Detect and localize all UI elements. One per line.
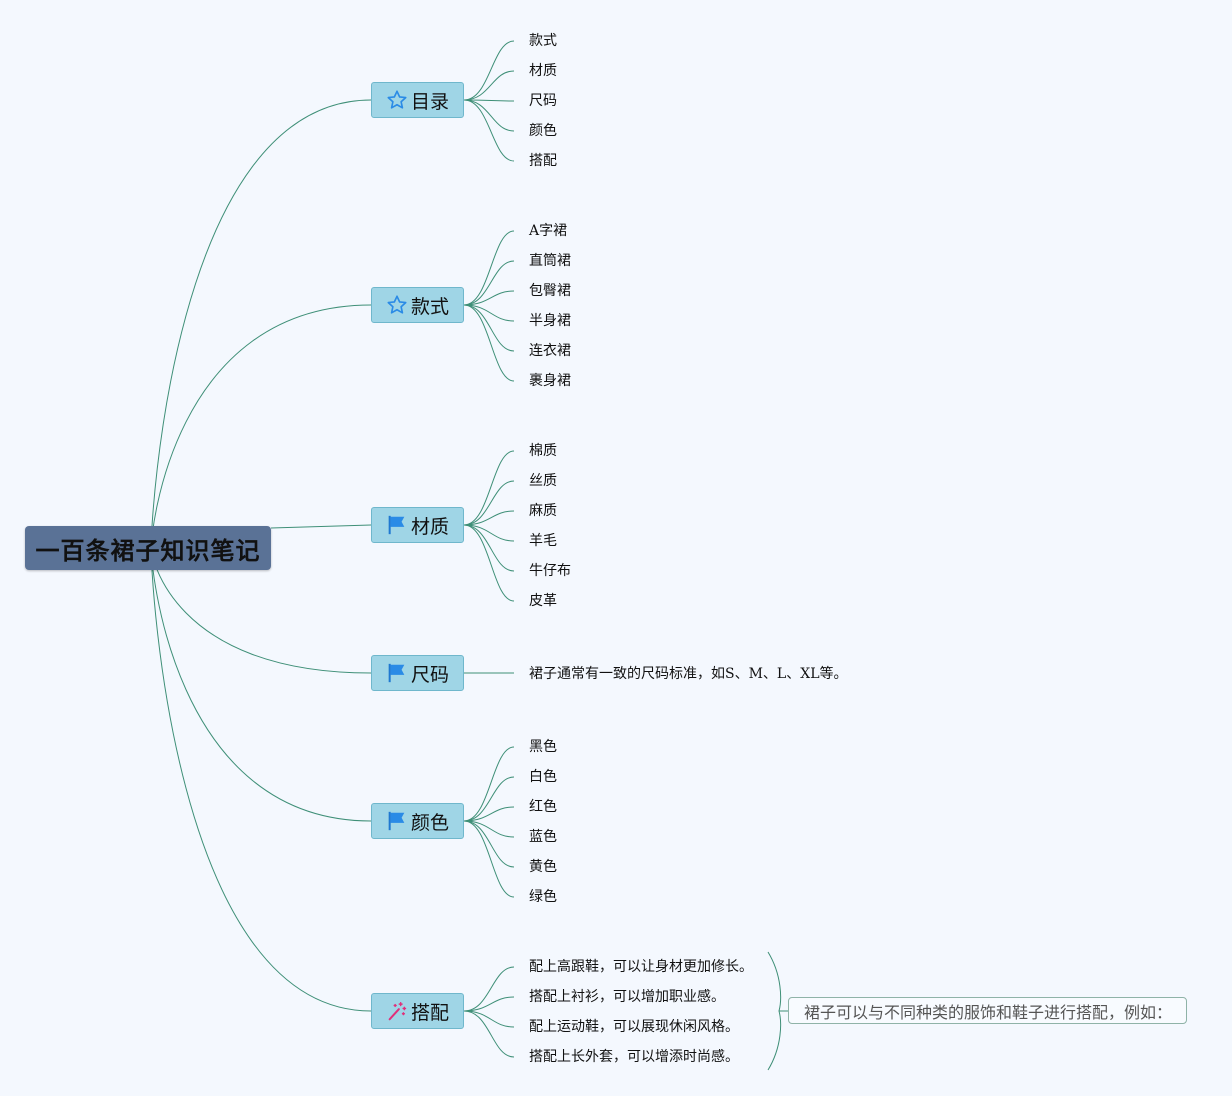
branch-label: 款式 xyxy=(410,295,449,318)
branch-label: 搭配 xyxy=(410,1001,449,1024)
summary-bracket xyxy=(767,951,782,1071)
leaf-topic[interactable]: 蓝色 xyxy=(529,829,557,845)
leaf-connector xyxy=(463,1010,515,1028)
leaf-topic[interactable]: 皮革 xyxy=(529,593,557,609)
leaf-connector xyxy=(463,450,515,526)
leaf-connector xyxy=(463,230,515,306)
leaf-topic[interactable]: 红色 xyxy=(529,799,557,815)
summary-label: 裙子可以与不同种类的服饰和鞋子进行搭配，例如： xyxy=(804,1002,1173,1022)
branch-materials[interactable]: 材质 xyxy=(371,507,464,543)
leaf-topic[interactable]: 牛仔布 xyxy=(529,563,571,579)
leaf-connector xyxy=(463,524,515,602)
root-connector xyxy=(270,524,372,529)
leaf-connector xyxy=(463,806,515,822)
star-icon xyxy=(386,89,408,111)
leaf-connector xyxy=(463,746,515,822)
leaf-connector xyxy=(463,820,515,898)
leaf-topic[interactable]: 搭配上长外套，可以增添时尚感。 xyxy=(529,1049,739,1065)
leaf-topic[interactable]: 绿色 xyxy=(529,889,557,905)
leaf-topic[interactable]: 棉质 xyxy=(529,443,557,459)
root-connector xyxy=(150,99,372,549)
leaf-connector xyxy=(463,1010,515,1058)
branch-label: 目录 xyxy=(410,90,449,113)
leaf-topic[interactable]: 包臀裙 xyxy=(529,283,571,299)
leaf-connector xyxy=(463,820,515,838)
root-topic-label: 一百条裙子知识笔记 xyxy=(35,536,261,565)
root-connector xyxy=(150,304,372,549)
leaf-connector xyxy=(463,260,515,306)
leaf-topic[interactable]: 连衣裙 xyxy=(529,343,571,359)
leaf-topic[interactable]: 搭配 xyxy=(529,153,557,169)
leaf-connector xyxy=(463,304,515,322)
leaf-topic[interactable]: 裹身裙 xyxy=(529,373,571,389)
leaf-connector xyxy=(463,524,515,572)
branch-catalog[interactable]: 目录 xyxy=(371,82,464,118)
leaf-topic[interactable]: 搭配上衬衫，可以增加职业感。 xyxy=(529,989,725,1005)
leaf-connector xyxy=(463,40,515,101)
root-topic[interactable]: 一百条裙子知识笔记 xyxy=(25,526,271,570)
leaf-topic[interactable]: 颜色 xyxy=(529,123,557,139)
branch-colors[interactable]: 颜色 xyxy=(371,803,464,839)
leaf-connector xyxy=(463,510,515,526)
leaf-topic[interactable]: 黑色 xyxy=(529,739,557,755)
root-connector xyxy=(150,547,372,1012)
leaf-topic[interactable]: 配上运动鞋，可以展现休闲风格。 xyxy=(529,1019,739,1035)
leaf-topic[interactable]: 尺码 xyxy=(529,93,557,109)
star-icon xyxy=(386,294,408,316)
leaf-connector xyxy=(463,480,515,526)
leaf-connector xyxy=(463,776,515,822)
leaf-connector xyxy=(463,290,515,306)
leaf-topic[interactable]: 白色 xyxy=(529,769,557,785)
leaf-topic[interactable]: 直筒裙 xyxy=(529,253,571,269)
leaf-topic[interactable]: 麻质 xyxy=(529,503,557,519)
summary-topic[interactable]: 裙子可以与不同种类的服饰和鞋子进行搭配，例如： xyxy=(788,997,1187,1024)
leaf-topic[interactable]: 羊毛 xyxy=(529,533,557,549)
leaf-connector xyxy=(463,99,515,102)
leaf-topic[interactable]: 材质 xyxy=(529,63,557,79)
flag-icon xyxy=(386,662,408,684)
branch-styles[interactable]: 款式 xyxy=(371,287,464,323)
flag-icon xyxy=(386,514,408,536)
leaf-connector xyxy=(463,70,515,101)
leaf-topic[interactable]: 裙子通常有一致的尺码标准，如S、M、L、XL等。 xyxy=(529,666,848,682)
leaf-connector xyxy=(463,996,515,1012)
leaf-topic[interactable]: A字裙 xyxy=(529,223,568,239)
flag-icon xyxy=(386,810,408,832)
leaf-connector xyxy=(463,304,515,352)
branch-label: 颜色 xyxy=(410,811,449,834)
leaf-topic[interactable]: 配上高跟鞋，可以让身材更加修长。 xyxy=(529,959,753,975)
leaf-topic[interactable]: 黄色 xyxy=(529,859,557,875)
leaf-topic[interactable]: 款式 xyxy=(529,33,557,49)
leaf-topic[interactable]: 丝质 xyxy=(529,473,557,489)
leaf-connector xyxy=(463,966,515,1012)
magic-wand-icon xyxy=(386,1000,408,1022)
branch-matching[interactable]: 搭配 xyxy=(371,993,464,1029)
leaf-connector xyxy=(463,304,515,382)
leaf-connector xyxy=(463,99,515,162)
leaf-connector xyxy=(463,99,515,132)
leaf-connector xyxy=(463,820,515,868)
leaf-connector xyxy=(463,524,515,542)
branch-label: 材质 xyxy=(410,515,449,538)
branch-sizes[interactable]: 尺码 xyxy=(371,655,464,691)
branch-label: 尺码 xyxy=(410,663,449,686)
leaf-topic[interactable]: 半身裙 xyxy=(529,313,571,329)
